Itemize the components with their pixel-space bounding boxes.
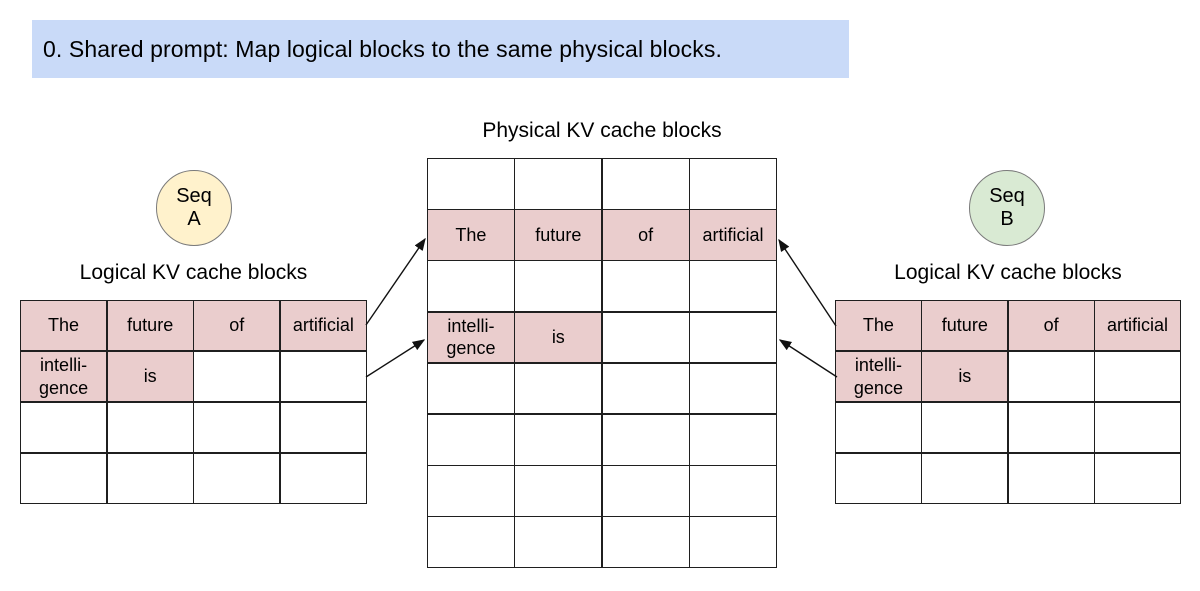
mapping-arrow [778,339,838,378]
table-cell [428,466,514,516]
table-cell: artificial [1095,301,1180,351]
table-cell [690,414,776,465]
table-cell [690,261,776,312]
table-cell: is [922,351,1008,402]
table-cell: intelli- gence [428,312,514,363]
table-cell [690,363,776,414]
table-cell [515,414,602,465]
table-cell [602,363,689,414]
table-cell [1095,351,1180,402]
table-cell [280,453,366,503]
table-cell [21,402,107,453]
table-cell: is [515,312,602,363]
title-banner: 0. Shared prompt: Map logical blocks to … [32,20,849,78]
table-cell: of [602,210,689,260]
table-cell [21,453,107,503]
table-cell [836,453,921,503]
table-cell [428,261,514,312]
table-cell [690,466,776,516]
table-cell [515,517,602,567]
table-cell [922,453,1008,503]
seq-b-label-line2: B [1000,208,1014,230]
mapping-arrow [365,339,426,378]
table-cell: future [515,210,602,260]
table-cell [602,414,689,465]
table-cell [428,159,514,209]
table-cell: future [922,301,1008,351]
table-cell: future [107,301,193,351]
seq-b-label-line1: Seq [989,185,1025,207]
table-cell [602,517,689,567]
table-cell [690,312,776,363]
table-cell [107,453,193,503]
physical-table-title: Physical KV cache blocks [482,119,722,142]
seq-a-label-line1: Seq [176,185,212,207]
table-cell [194,402,280,453]
table-cell: of [194,301,280,351]
table-cell [690,159,776,209]
title-text: 0. Shared prompt: Map logical blocks to … [43,35,722,62]
table-cell [602,261,689,312]
table-cell [194,351,280,402]
table-cell: artificial [690,210,776,260]
table-cell [107,402,193,453]
table-cell: The [836,301,921,351]
table-cell [1008,351,1094,402]
table-cell: is [107,351,193,402]
table-cell: intelli- gence [836,351,921,402]
table-cell [1095,402,1180,453]
table-cell: The [428,210,514,260]
table-cell [428,363,514,414]
table-cell [515,363,602,414]
table-cell [280,402,366,453]
table-cell [280,351,366,402]
table-cell [515,466,602,516]
table-cell: intelli- gence [21,351,107,402]
table-cell [922,402,1008,453]
table-cell [602,312,689,363]
logical-table-title-seq-b: Logical KV cache blocks [894,261,1122,284]
seq-a-label-line2: A [187,208,201,230]
table-cell [428,517,514,567]
table-cell [1008,402,1094,453]
mapping-arrow [778,238,837,327]
table-cell [602,466,689,516]
seq-a-badge: Seq A [156,170,232,246]
table-cell: artificial [280,301,366,351]
table-cell [1095,453,1180,503]
table-cell: of [1008,301,1094,351]
mapping-arrow [365,237,426,326]
table-cell: The [21,301,107,351]
table-cell [836,402,921,453]
seq-b-badge: Seq B [969,170,1045,246]
table-cell [194,453,280,503]
table-cell [602,159,689,209]
table-cell [690,517,776,567]
table-cell [428,414,514,465]
table-cell [515,159,602,209]
table-cell [1008,453,1094,503]
logical-table-title-seq-a: Logical KV cache blocks [79,261,308,284]
table-cell [515,261,602,312]
